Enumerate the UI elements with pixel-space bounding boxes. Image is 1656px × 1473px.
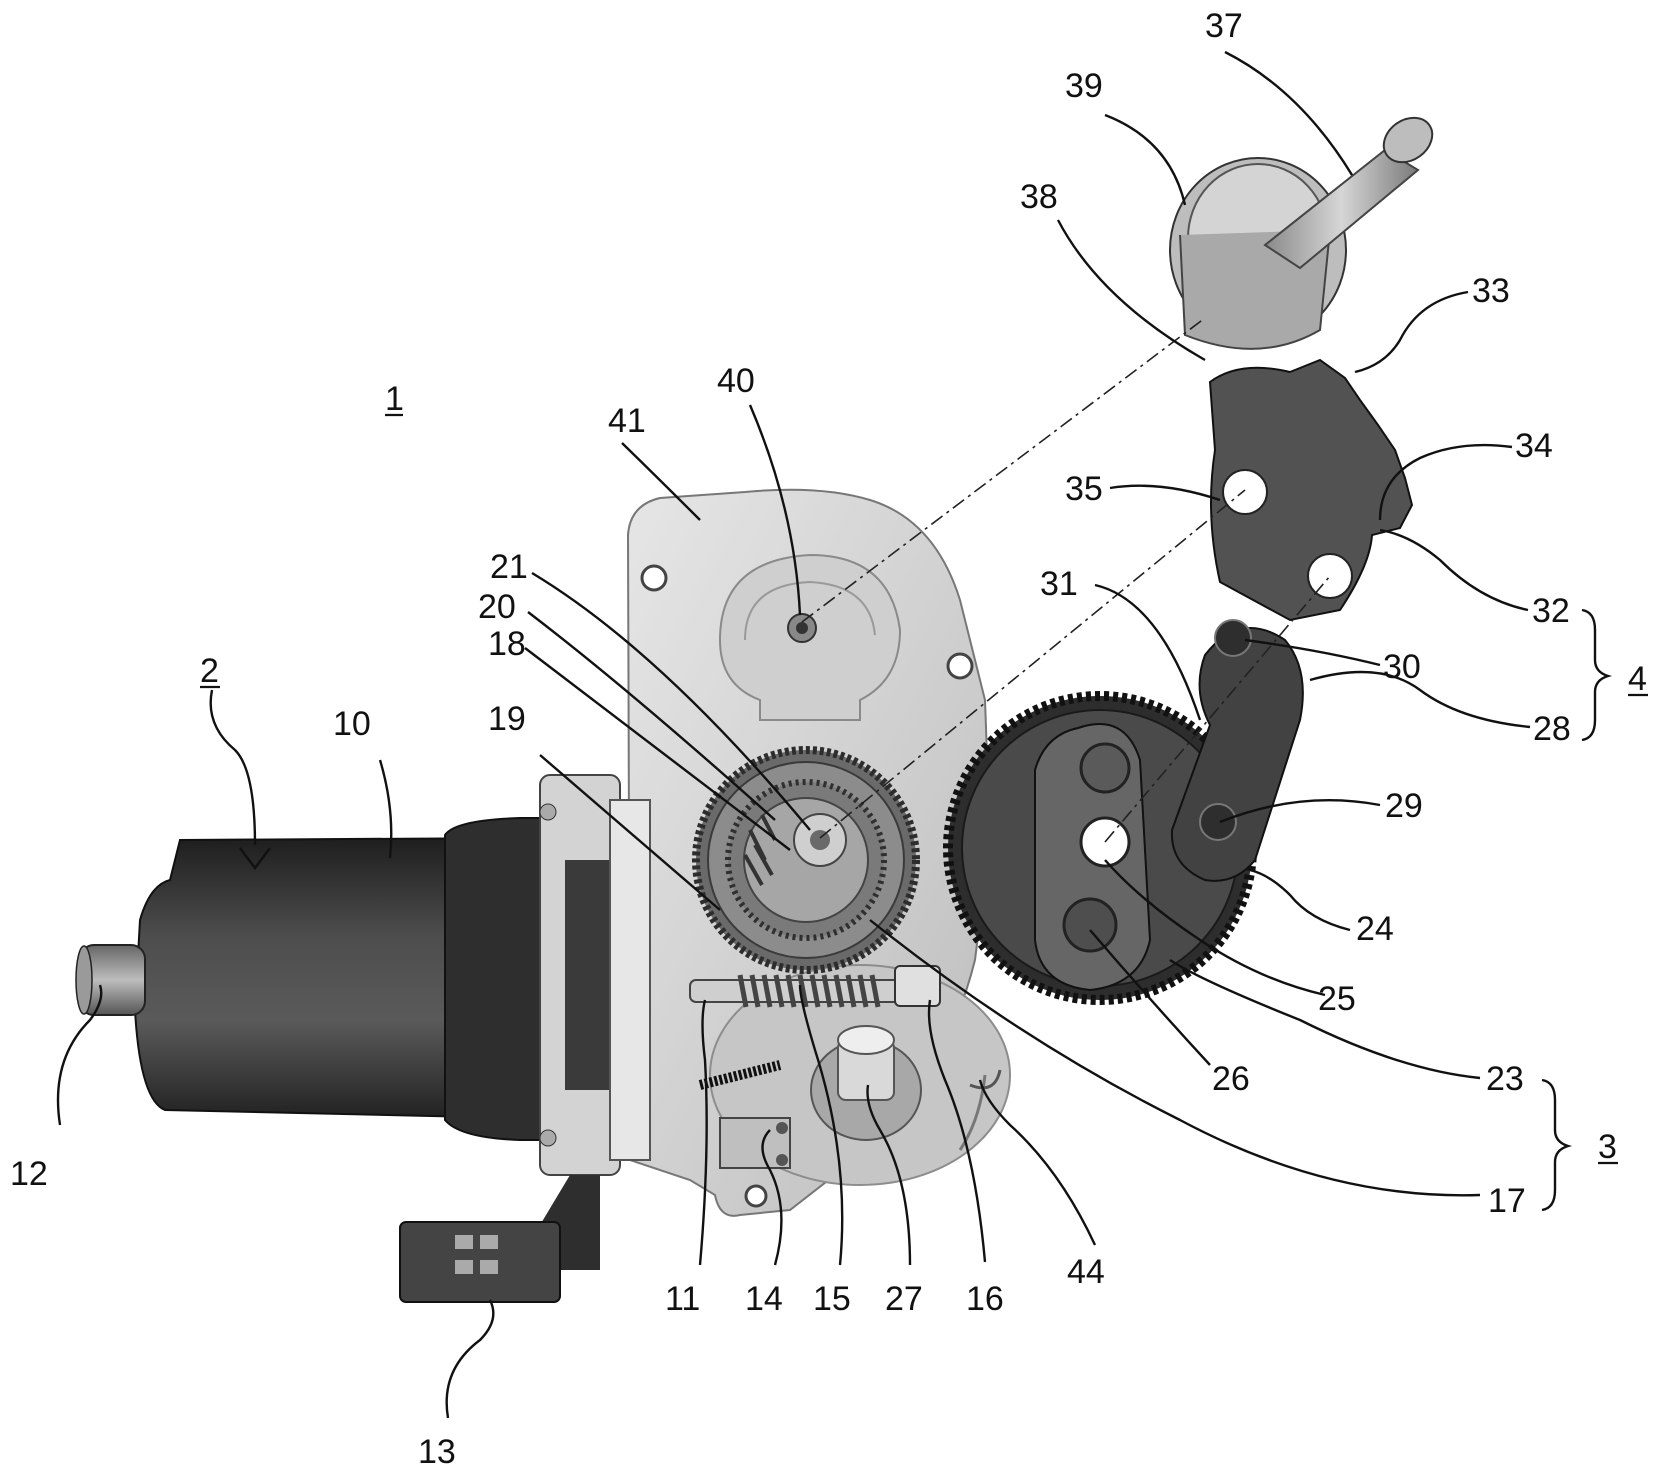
crank-arm — [1034, 723, 1152, 992]
label-18: 18 — [488, 625, 526, 663]
connector — [399, 1175, 600, 1303]
motor-end-plate — [539, 774, 651, 1176]
label-2: 2 — [200, 652, 219, 690]
label-26: 26 — [1212, 1060, 1250, 1098]
motor-yoke — [133, 817, 561, 1141]
axis-lines — [801, 317, 1331, 843]
label-28: 28 — [1533, 710, 1571, 748]
label-31: 31 — [1040, 565, 1078, 603]
label-32: 32 — [1532, 592, 1570, 630]
output-shaft-assembly — [1169, 116, 1434, 350]
label-39: 39 — [1065, 67, 1103, 105]
label-44: 44 — [1067, 1253, 1105, 1291]
brush-terminals — [719, 1117, 791, 1169]
label-15: 15 — [813, 1280, 851, 1318]
label-17: 17 — [1488, 1182, 1526, 1220]
label-38: 38 — [1020, 178, 1058, 216]
label-3: 3 — [1598, 1128, 1617, 1166]
label-20: 20 — [478, 588, 516, 626]
label-16: 16 — [966, 1280, 1004, 1318]
label-41: 41 — [608, 402, 646, 440]
label-29: 29 — [1385, 787, 1423, 825]
label-10: 10 — [333, 705, 371, 743]
label-30: 30 — [1383, 648, 1421, 686]
spring — [698, 1060, 782, 1090]
group-braces — [1541, 608, 1613, 1212]
label-14: 14 — [745, 1280, 783, 1318]
leader-lines — [56, 50, 1531, 1419]
label-35: 35 — [1065, 470, 1103, 508]
label-24: 24 — [1356, 910, 1394, 948]
motor-shaft-end — [75, 944, 146, 1016]
sector-gear — [1208, 358, 1414, 622]
label-13: 13 — [418, 1433, 456, 1471]
label-25: 25 — [1318, 980, 1356, 1018]
label-21: 21 — [490, 548, 528, 586]
worm-shaft — [689, 965, 941, 1008]
label-1: 1 — [385, 380, 404, 418]
reference-labels: 1 2 3 4 10 11 12 13 14 15 16 17 18 19 20… — [10, 7, 1648, 1471]
label-40: 40 — [717, 362, 755, 400]
output-boss — [810, 1025, 922, 1141]
worm-wheel-gear — [692, 746, 920, 974]
label-11: 11 — [665, 1280, 700, 1318]
label-19: 19 — [488, 700, 526, 738]
label-34: 34 — [1515, 427, 1553, 465]
label-27: 27 — [885, 1280, 923, 1318]
label-37: 37 — [1205, 7, 1243, 45]
label-33: 33 — [1472, 272, 1510, 310]
label-12: 12 — [10, 1155, 48, 1193]
label-4: 4 — [1628, 660, 1647, 698]
link-rod — [1170, 619, 1304, 882]
label-23: 23 — [1486, 1060, 1524, 1098]
